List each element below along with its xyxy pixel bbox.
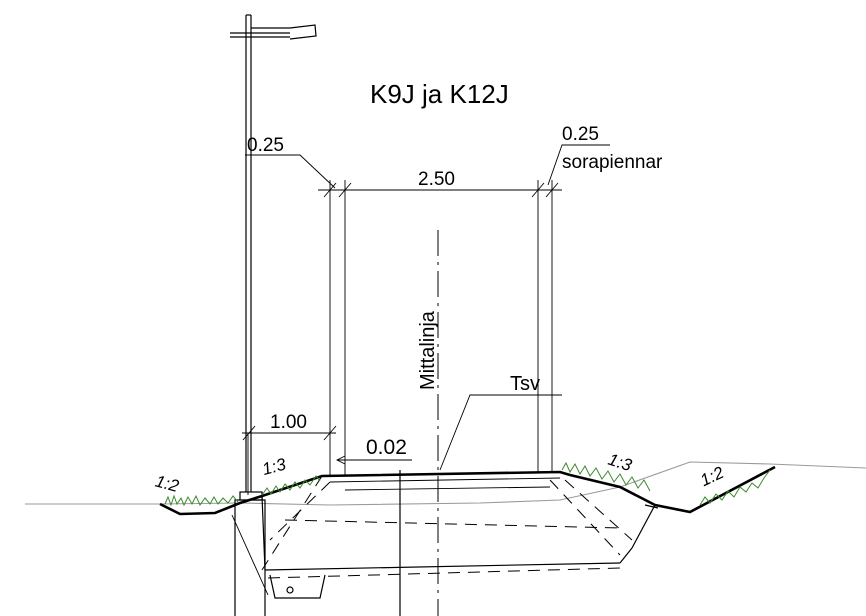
surface-point-label: Tsv	[510, 373, 540, 395]
slope-left-inner: 1:3	[260, 454, 288, 479]
slope-right-inner: 1:3	[606, 450, 635, 476]
centerline-label: Mittalinja	[417, 310, 439, 390]
crossfall-value: 0.02	[366, 436, 407, 459]
tsv-leader	[439, 394, 562, 471]
pavement-structure	[159, 465, 776, 599]
left-strip-dimension: 0.25	[247, 135, 284, 156]
grass-right	[561, 461, 771, 506]
offset-dimension-line	[242, 425, 337, 495]
right-strip-label: sorapiennar	[562, 152, 663, 173]
existing-ground-line	[25, 461, 866, 506]
crossfall-arrow	[335, 455, 412, 465]
top-dimension-line	[245, 144, 610, 198]
right-strip-dimension: 0.25	[562, 124, 599, 145]
slope-left-outer: 1:2	[153, 471, 181, 496]
drawing-title: K9J ja K12J	[370, 79, 509, 109]
lighting-pole	[230, 14, 317, 616]
dimension-extension-lines	[329, 180, 553, 476]
path-width-dimension: 2.50	[418, 169, 455, 190]
grass-left	[164, 475, 321, 507]
centerline	[399, 230, 439, 616]
slope-right-outer: 1:2	[697, 463, 727, 490]
offset-dimension: 1.00	[270, 412, 307, 433]
